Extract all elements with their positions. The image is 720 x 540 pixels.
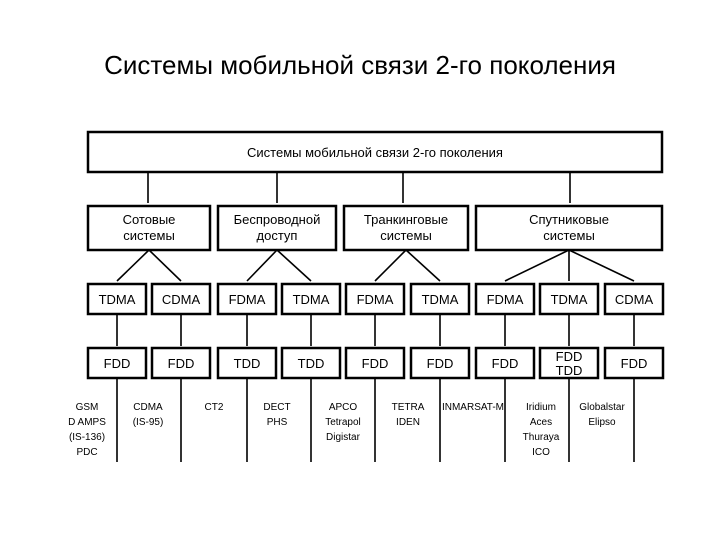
access-box-1 [150,282,212,316]
edge-trunking-fdma [374,249,407,282]
standard-7-3: ICO [532,447,550,458]
edge-cordless-tdma [276,249,312,282]
edge-cellular-cdma [148,249,182,282]
standard-7-1: Aces [530,417,552,428]
edge-satellite-fdma [504,249,570,282]
category-satellite-box [474,204,664,252]
standard-0-0: GSM [76,402,99,413]
standards-col-8: Globalstar Elipso [574,398,630,432]
access-label-8: CDMA [615,292,654,307]
standard-2-0: CT2 [205,402,224,413]
access-label-2: FDMA [229,292,266,307]
root-label: Системы мобильной связи 2-го поколения [247,145,503,160]
page-title: Системы мобильной связи 2-го поколения [104,50,616,80]
duplex-box-4 [344,346,406,380]
duplex-label-5: FDD [427,356,454,371]
standard-6-0: INMARSAT-M [442,402,504,413]
access-box-8 [603,282,665,316]
access-label-5: TDMA [422,292,459,307]
standard-7-2: Thuraya [523,432,560,443]
standard-8-1: Elipso [588,417,616,428]
access-box-2 [216,282,278,316]
standard-5-0: TETRA [392,402,425,413]
duplex-label-1: FDD [168,356,195,371]
standard-4-1: Tetrapol [325,417,361,428]
category-cordless-box [216,204,338,252]
standard-7-0: Iridium [526,402,556,413]
duplex-label-3: TDD [298,356,325,371]
root-box [86,130,664,174]
standards-col-6: INMARSAT-M [442,398,504,416]
category-satellite-line2: системы [543,228,595,243]
duplex-box-8 [603,346,665,380]
standards-col-2: CT2 [198,398,232,416]
duplex-box-6 [474,346,536,380]
standards-col-5: TETRA IDEN [386,398,430,432]
standard-0-2: (IS-136) [69,432,105,443]
duplex-label-0: FDD [104,356,131,371]
category-trunking-line2: системы [380,228,432,243]
edge-cellular-tdma [116,249,150,282]
standard-4-2: Digistar [326,432,361,443]
standard-5-1: IDEN [396,417,420,428]
duplex-label-4: FDD [362,356,389,371]
standards-col-1: CDMA (IS-95) [126,398,170,432]
standards-col-4: APCO Tetrapol Digistar [318,398,368,448]
standard-3-1: PHS [267,417,288,428]
access-label-3: TDMA [293,292,330,307]
duplex-label-7a: FDD [556,349,583,364]
category-cellular-line2: системы [123,228,175,243]
access-label-1: CDMA [162,292,201,307]
access-label-6: FDMA [487,292,524,307]
standard-1-1: (IS-95) [133,417,164,428]
edge-cordless-fdma [246,249,278,282]
category-cordless-line2: доступ [257,228,298,243]
category-cellular-line1: Сотовые [123,212,176,227]
standards-col-0: GSM D AMPS (IS-136) PDC [62,398,112,462]
category-cellular-box [86,204,212,252]
standard-8-0: Globalstar [579,402,625,413]
standards-col-7: Iridium Aces Thuraya ICO [518,398,564,462]
access-label-4: FDMA [357,292,394,307]
standard-4-0: APCO [329,402,358,413]
duplex-label-8: FDD [621,356,648,371]
access-label-7: TDMA [551,292,588,307]
category-trunking-line1: Транкинговые [364,212,448,227]
access-box-4 [344,282,406,316]
duplex-box-1 [150,346,212,380]
access-box-0 [86,282,148,316]
duplex-label-6: FDD [492,356,519,371]
edge-trunking-tdma [405,249,441,282]
standards-col-3: DECT PHS [256,398,298,432]
category-satellite-line1: Спутниковые [529,212,609,227]
access-label-0: TDMA [99,292,136,307]
standard-3-0: DECT [263,402,290,413]
standard-1-0: CDMA [133,402,163,413]
standard-0-1: D AMPS [68,417,106,428]
duplex-label-2: TDD [234,356,261,371]
edge-satellite-cdma [568,249,635,282]
standard-0-3: PDC [76,447,97,458]
category-cordless-line1: Беспроводной [234,212,321,227]
duplex-label-7b: TDD [556,363,583,378]
